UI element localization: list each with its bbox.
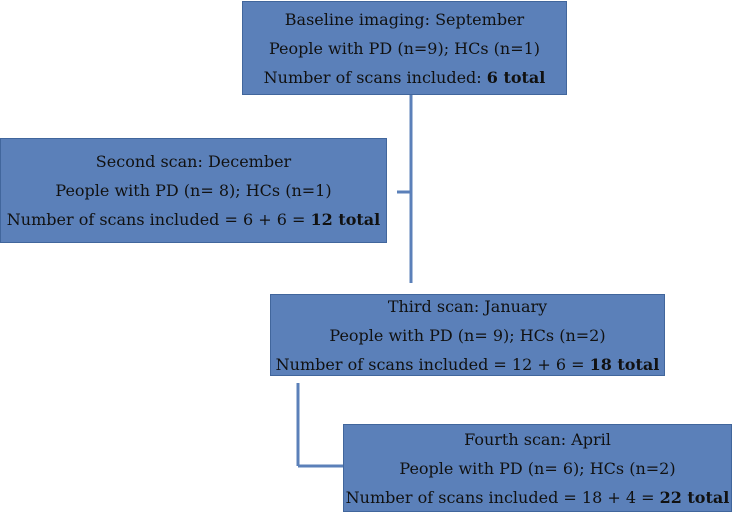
- box-scans: Number of scans included = 12 + 6 = 18 t…: [276, 350, 660, 379]
- box-title: Third scan: January: [387, 296, 548, 316]
- box-third-scan: Third scan: January People with PD (n= 9…: [270, 294, 665, 376]
- box-scans: Number of scans included = 6 + 6 = 12 to…: [7, 205, 380, 234]
- scans-total: 18 total: [589, 354, 660, 374]
- box-participants: People with PD (n= 6); HCs (n=2): [399, 458, 676, 478]
- box-title: Baseline imaging: September: [284, 9, 525, 29]
- box-second-scan: Second scan: December People with PD (n=…: [0, 138, 387, 243]
- scans-formula: Number of scans included = 12 + 6 =: [275, 354, 590, 374]
- box-title: Second scan: December: [95, 152, 292, 171]
- scans-total: 12 total: [310, 210, 381, 229]
- box-participants: People with PD (n= 8); HCs (n=1): [55, 181, 332, 200]
- box-participants: People with PD (n= 9); HCs (n=2): [329, 325, 606, 345]
- box-participants: People with PD (n=9); HCs (n=1): [268, 38, 541, 58]
- box-title: Fourth scan: April: [464, 429, 611, 449]
- scans-total: 6 total: [486, 67, 546, 87]
- box-scans: Number of scans included = 18 + 4 = 22 t…: [346, 483, 730, 512]
- scans-formula: Number of scans included = 6 + 6 =: [6, 210, 311, 229]
- scans-formula: Number of scans included = 18 + 4 =: [345, 487, 660, 507]
- scans-total: 22 total: [659, 487, 730, 507]
- scans-formula: Number of scans included:: [263, 67, 487, 87]
- box-fourth-scan: Fourth scan: April People with PD (n= 6)…: [343, 424, 732, 512]
- box-scans: Number of scans included: 6 total: [264, 63, 546, 92]
- box-baseline-imaging: Baseline imaging: September People with …: [242, 1, 567, 95]
